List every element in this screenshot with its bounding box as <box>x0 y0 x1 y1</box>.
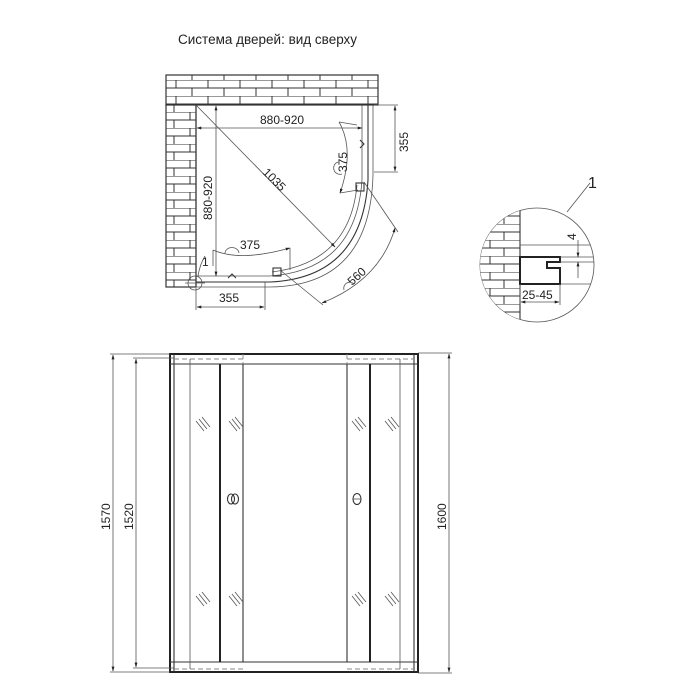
dim-width: 880-920 <box>260 113 304 127</box>
detail-ref-label: 1 <box>202 255 209 269</box>
dim-diagonal: 1035 <box>260 165 289 194</box>
detail-view: 4 25-45 1 <box>479 175 597 323</box>
dim-profile: 25-45 <box>522 288 553 302</box>
dim-door-bottom: 375 <box>240 238 260 252</box>
door-handle-icon <box>226 493 240 505</box>
roller-icon <box>355 182 365 192</box>
diagram-title: Система дверей: вид сверху <box>178 32 358 47</box>
dim-gap: 4 <box>565 233 579 240</box>
front-view: 1570 1520 1600 <box>99 352 452 674</box>
dim-frame-height: 1570 <box>99 503 113 530</box>
brick-wall <box>165 74 379 288</box>
dim-door-right: 375 <box>336 152 350 172</box>
dim-right-355: 355 <box>397 132 411 152</box>
roller-icon <box>272 267 282 277</box>
dim-depth: 880-920 <box>201 176 215 220</box>
top-view: 1035 880-920 880-920 355 355 375 375 <box>165 74 411 310</box>
detail-label: 1 <box>588 175 597 192</box>
dim-arc-560: 560 <box>345 264 369 288</box>
dim-total-height: 1600 <box>435 503 449 530</box>
dim-bottom-355: 355 <box>219 291 239 305</box>
dim-glass-height: 1520 <box>122 503 136 530</box>
door-handle-icon <box>352 492 362 506</box>
glass-hatch-icon <box>195 416 400 607</box>
